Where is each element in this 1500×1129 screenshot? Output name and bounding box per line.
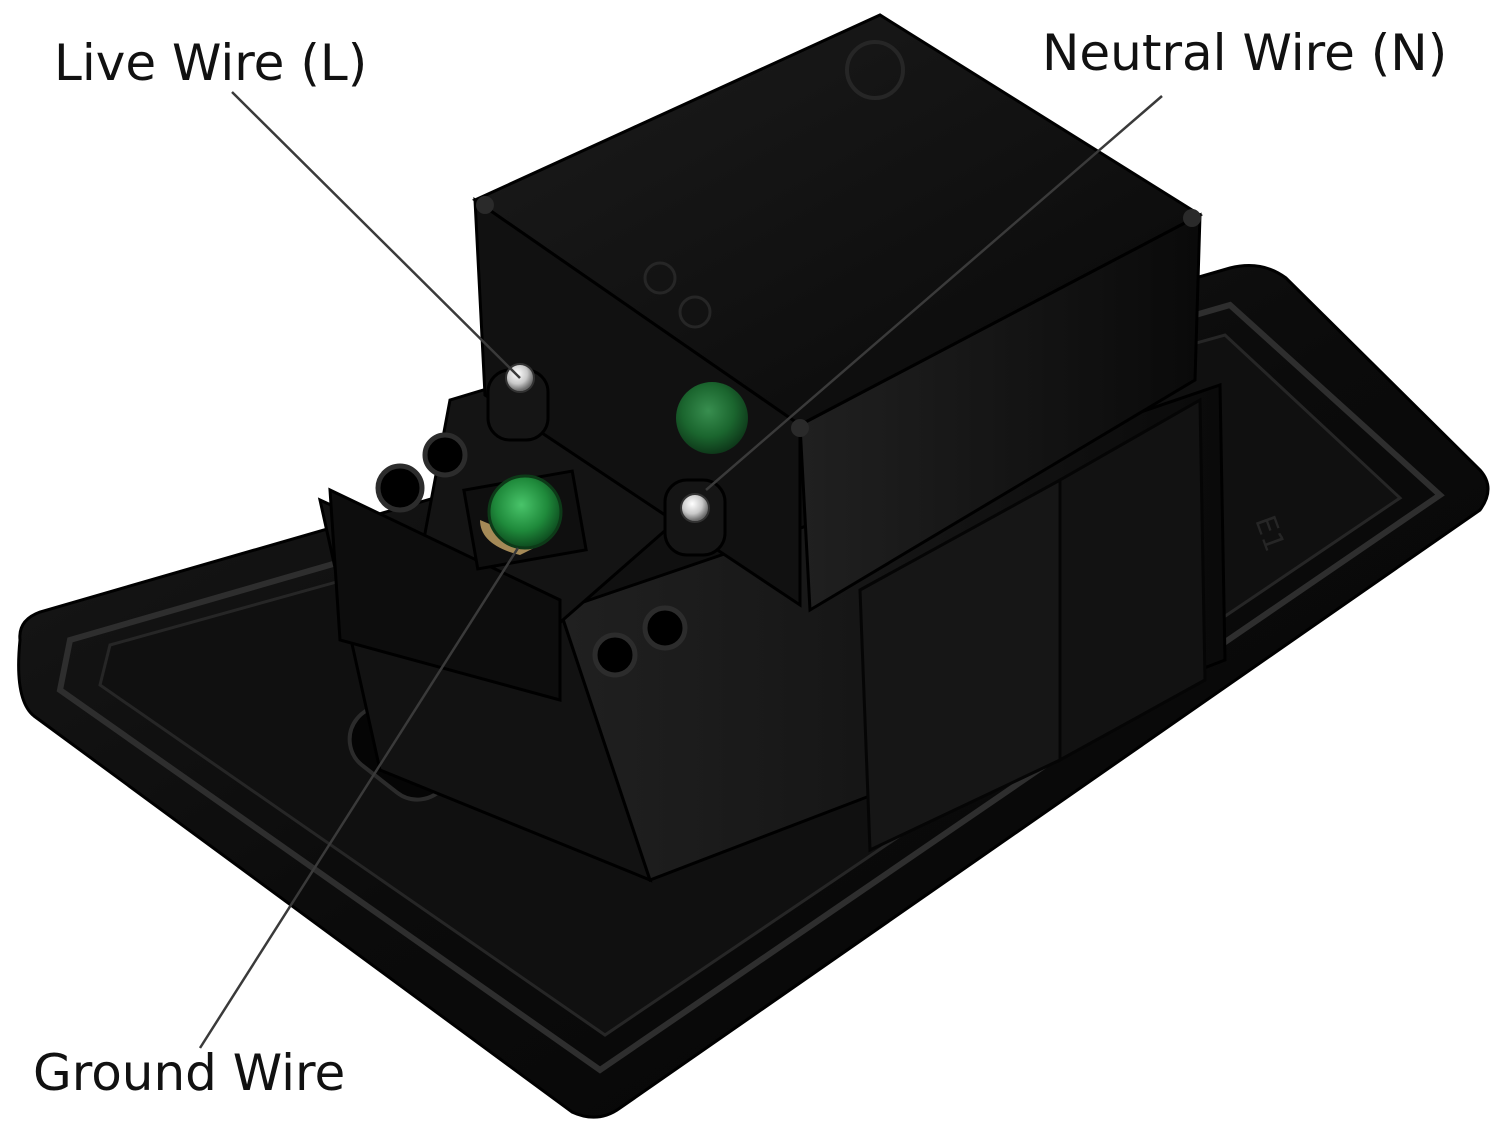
neutral-wire-label: Neutral Wire (N) xyxy=(1042,24,1448,82)
live-leader-line xyxy=(231,91,521,379)
neutral-screw xyxy=(680,493,710,523)
wire-hole xyxy=(375,463,425,513)
neutral-terminal xyxy=(663,478,727,557)
box-corner xyxy=(791,419,809,437)
live-wire-label: Live Wire (L) xyxy=(54,34,368,92)
ground-leader-line xyxy=(198,547,520,1049)
certification-logo xyxy=(845,40,905,100)
wire-hole xyxy=(422,432,468,478)
screws xyxy=(462,363,748,571)
ground-screw-rear xyxy=(676,382,748,454)
ground-terminal xyxy=(462,382,748,571)
box-right xyxy=(798,212,1202,613)
live-terminal xyxy=(486,363,550,442)
ground-wire-label: Ground Wire xyxy=(33,1044,346,1102)
base-ridge-2 xyxy=(1058,397,1207,763)
certification-logo xyxy=(678,295,712,329)
wire-hole xyxy=(642,605,688,651)
box-corner xyxy=(476,196,494,214)
box-corner xyxy=(1183,209,1201,227)
certification-logo xyxy=(643,261,677,295)
ground-screw xyxy=(487,474,563,550)
neutral-leader-line xyxy=(705,95,1163,491)
leader-lines xyxy=(198,91,1163,1049)
wire-hole xyxy=(592,632,638,678)
upper-box xyxy=(471,13,1204,613)
